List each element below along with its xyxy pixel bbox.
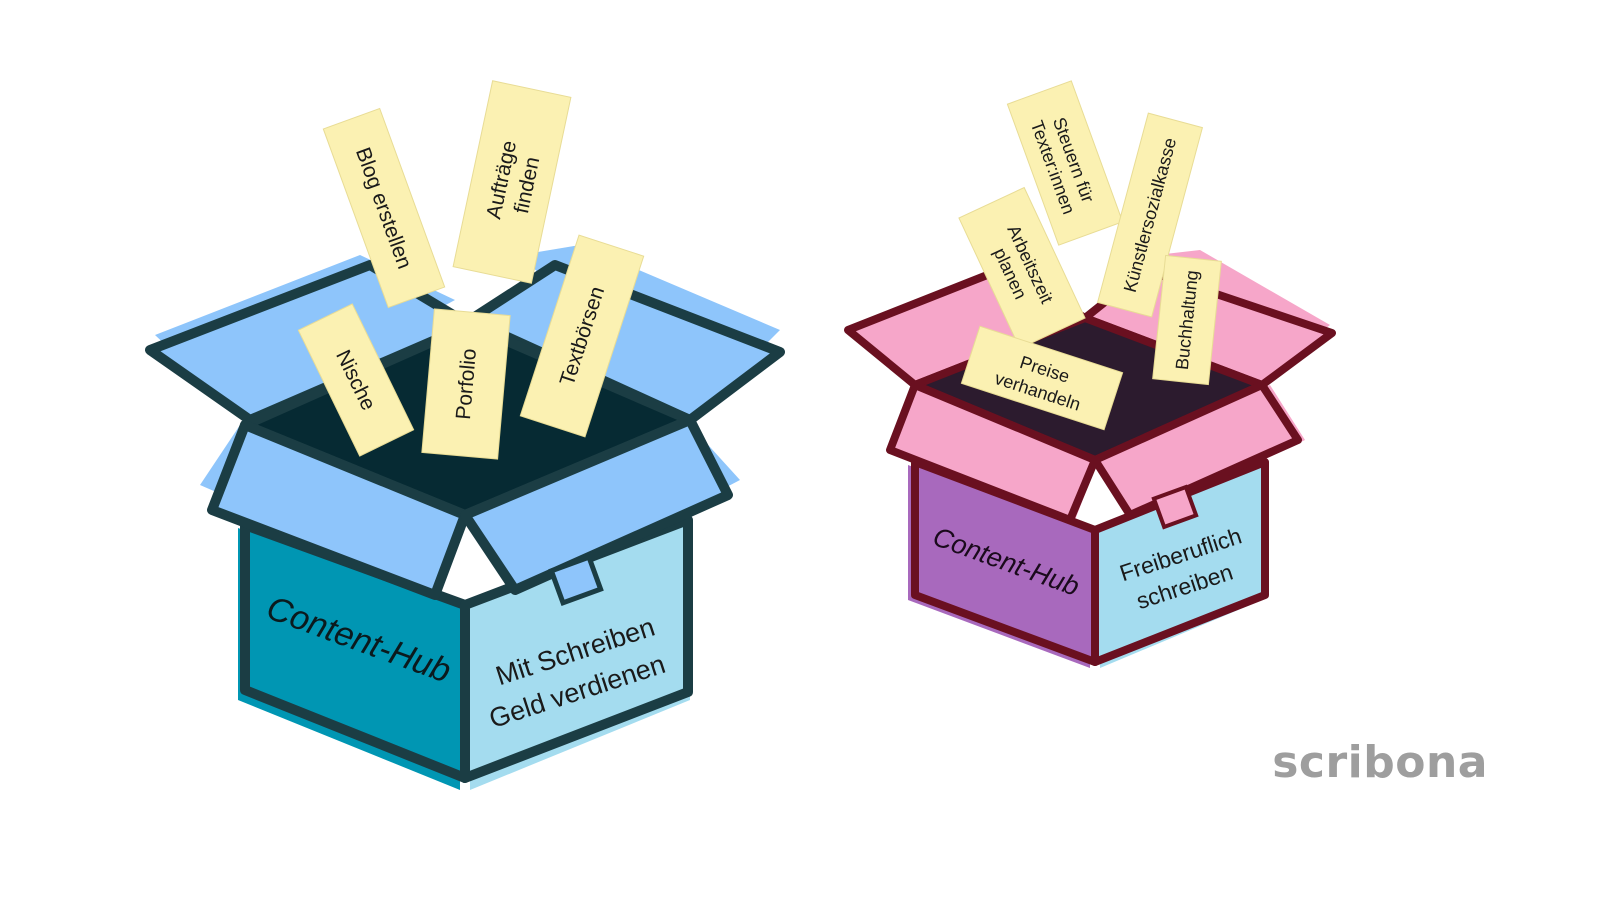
- box-right-tape: [1151, 484, 1199, 530]
- box-right: Steuern für Texter:innen Künstlersozialk…: [844, 80, 1336, 668]
- note-textboersen: Textbörsen: [519, 234, 645, 438]
- box-left-tape: [548, 553, 604, 607]
- box-right-front-flap-right: [1091, 381, 1302, 519]
- note-preise: Preise verhandeln: [960, 325, 1124, 431]
- note-arbeitszeit: Arbeitszeit planen: [958, 186, 1086, 350]
- box-left: Blog erstellen Aufträge finden Textbörse…: [145, 80, 785, 790]
- box-left-front-flap-right: [460, 415, 733, 595]
- note-buchhaltung: Buchhaltung: [1152, 254, 1222, 386]
- note-nische: Nische: [297, 303, 415, 457]
- note-auftraege-finden: Aufträge finden: [452, 80, 572, 284]
- scribona-logo: scribona: [1272, 737, 1488, 788]
- box-right-side-face: [1091, 458, 1269, 666]
- note-porfolio: Porfolio: [421, 308, 511, 460]
- note-blog-erstellen: Blog erstellen: [322, 107, 446, 309]
